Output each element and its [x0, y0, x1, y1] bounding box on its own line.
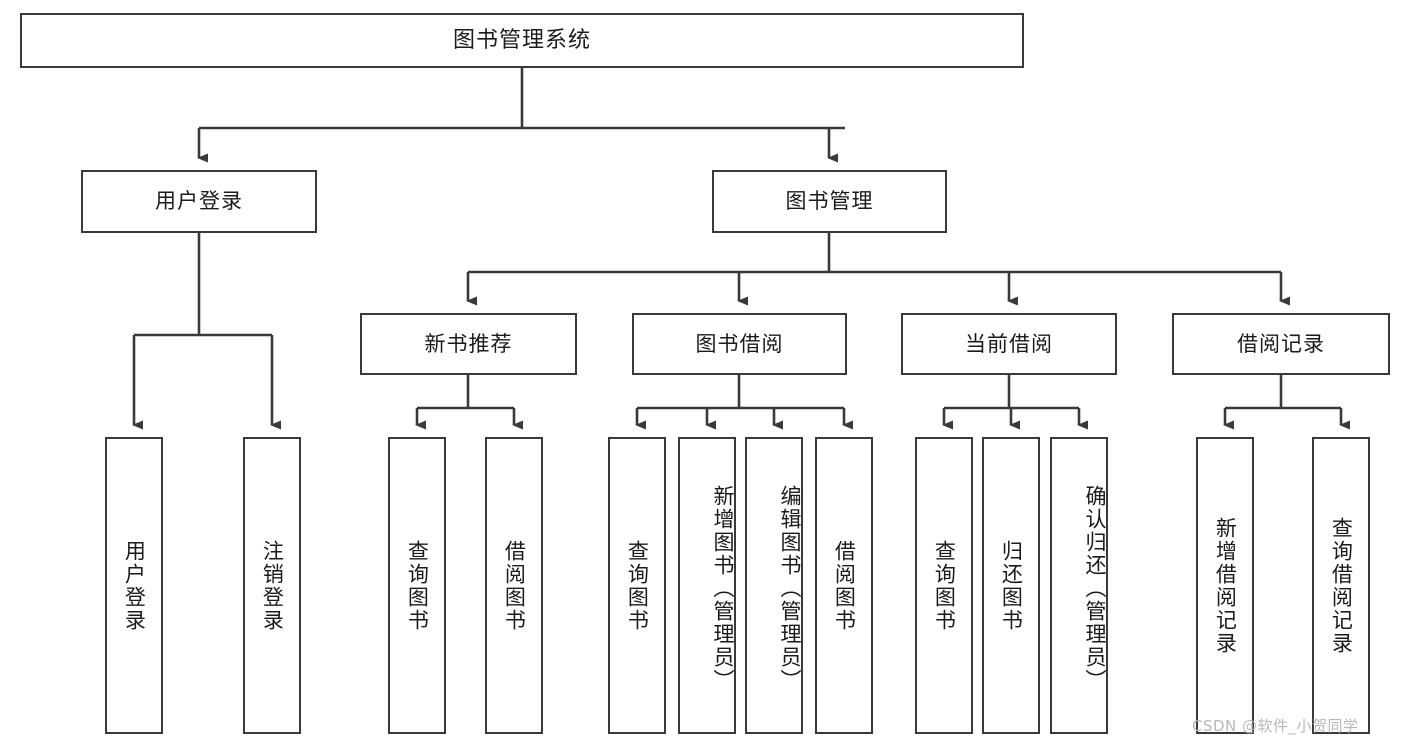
node-book-borrow-label: 图书借阅: [695, 331, 784, 356]
node-leaf-borrow-book-2-label: 借阅图书: [832, 539, 857, 632]
node-leaf-query-record[interactable]: 查询借阅记录: [1312, 437, 1370, 734]
node-leaf-confirm-return-label: 确认归还（管理员）: [1083, 485, 1107, 692]
node-book-manage-label: 图书管理: [785, 189, 874, 214]
node-leaf-borrow-book-2[interactable]: 借阅图书: [815, 437, 873, 734]
node-borrow-record[interactable]: 借阅记录: [1172, 313, 1390, 375]
node-borrow-record-label: 借阅记录: [1237, 331, 1325, 356]
node-leaf-borrow-book-1-label: 借阅图书: [502, 539, 527, 632]
node-current-borrow-label: 当前借阅: [965, 331, 1053, 356]
node-current-borrow[interactable]: 当前借阅: [901, 313, 1117, 375]
node-leaf-query-book-3[interactable]: 查询图书: [915, 437, 973, 734]
node-leaf-confirm-return[interactable]: 确认归还（管理员）: [1050, 437, 1108, 734]
csdn-watermark: CSDN @软件_小贺同学: [1192, 717, 1359, 735]
node-leaf-query-book-2[interactable]: 查询图书: [608, 437, 666, 734]
node-user-login-label: 用户登录: [155, 189, 243, 214]
node-leaf-return-book-label: 归还图书: [999, 539, 1024, 632]
node-leaf-user-login-label: 用户登录: [122, 539, 147, 632]
node-leaf-query-book-1-label: 查询图书: [405, 539, 430, 632]
node-new-book-rec[interactable]: 新书推荐: [360, 313, 577, 375]
node-leaf-query-book-2-label: 查询图书: [625, 539, 650, 632]
node-leaf-user-login[interactable]: 用户登录: [105, 437, 163, 734]
node-leaf-add-book-label: 新增图书（管理员）: [711, 485, 735, 692]
node-leaf-add-record[interactable]: 新增借阅记录: [1196, 437, 1254, 734]
node-leaf-return-book[interactable]: 归还图书: [982, 437, 1040, 734]
node-leaf-query-book-3-label: 查询图书: [932, 539, 957, 632]
node-leaf-logout-label: 注销登录: [260, 539, 285, 632]
node-root[interactable]: 图书管理系统: [20, 13, 1024, 68]
node-leaf-edit-book-label: 编辑图书（管理员）: [778, 485, 802, 692]
node-user-login[interactable]: 用户登录: [81, 170, 317, 233]
node-book-borrow[interactable]: 图书借阅: [632, 313, 847, 375]
node-root-label: 图书管理系统: [452, 27, 591, 53]
node-leaf-add-book[interactable]: 新增图书（管理员）: [678, 437, 736, 734]
node-new-book-rec-label: 新书推荐: [424, 331, 513, 356]
node-leaf-logout[interactable]: 注销登录: [243, 437, 301, 734]
node-leaf-edit-book[interactable]: 编辑图书（管理员）: [745, 437, 803, 734]
node-leaf-query-record-label: 查询借阅记录: [1329, 516, 1354, 655]
node-leaf-add-record-label: 新增借阅记录: [1213, 516, 1238, 655]
node-leaf-query-book-1[interactable]: 查询图书: [388, 437, 446, 734]
node-book-manage[interactable]: 图书管理: [712, 170, 947, 233]
node-leaf-borrow-book-1[interactable]: 借阅图书: [485, 437, 543, 734]
